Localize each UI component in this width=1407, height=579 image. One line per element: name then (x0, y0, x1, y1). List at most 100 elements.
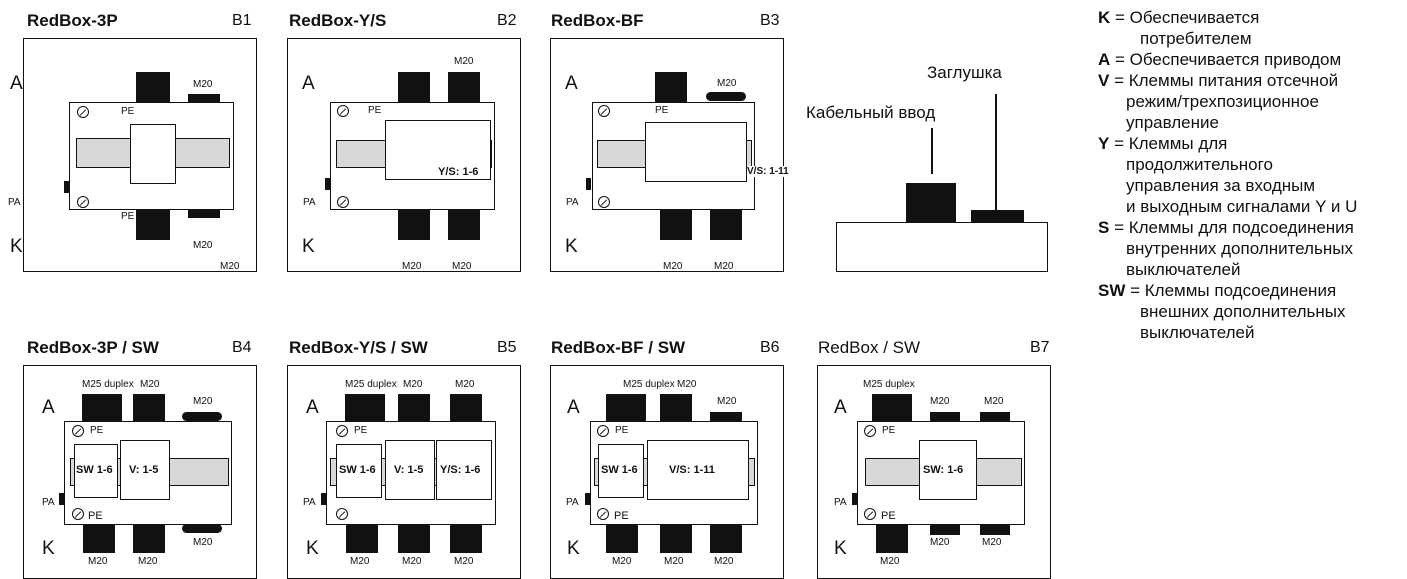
b4-label-a: A (42, 397, 55, 418)
screw-icon (72, 508, 84, 520)
b6-m25: M25 duplex (623, 379, 675, 390)
b5-m20-gland-2 (450, 394, 482, 422)
b1-pe-top: PE (121, 106, 135, 117)
legend-text: продолжительного (1126, 155, 1273, 174)
legend-key: A (1098, 50, 1111, 69)
b1-m20-bot: M20 (193, 240, 213, 251)
screw-icon (336, 425, 348, 437)
screw-icon (598, 196, 610, 208)
b1-top-gland (136, 72, 170, 102)
legend-text: режим/трехпозиционное (1126, 92, 1319, 111)
b4-bot-plug (182, 524, 222, 533)
b7-sw-label: SW: 1-6 (923, 464, 964, 476)
b7-label-k: K (834, 538, 847, 559)
screw-icon (597, 425, 609, 437)
b1-bot-gland (136, 210, 170, 240)
b7-bot-gland (876, 525, 908, 553)
legend-item-v: V = Клеммы питания отсечной режим/трехпо… (1098, 70, 1357, 133)
legend-text: выключателей (1126, 260, 1241, 279)
b6-m20-b2: M20 (664, 556, 684, 567)
legend-key: V (1098, 71, 1110, 90)
b4-m20-b2: M20 (138, 556, 158, 567)
b5-bot-gland (346, 525, 378, 553)
b5-label-pa: PA (303, 497, 316, 508)
legend-key: Y (1098, 134, 1110, 153)
b4-v-label: V: 1-5 (129, 464, 159, 476)
screw-icon (77, 196, 89, 208)
b1-m20-top: M20 (193, 79, 213, 90)
legend-text: управление (1126, 113, 1219, 132)
b4-label-pa: PA (42, 497, 55, 508)
cable-inlet-leader (931, 128, 933, 174)
b3-bot-gland-2 (710, 210, 742, 240)
b7-label-a: A (834, 397, 847, 418)
b5-v-label: V: 1-5 (394, 464, 424, 476)
b7-title: RedBox / SW (818, 338, 921, 357)
b3-top-gland (655, 72, 687, 102)
b4-pa-lug (59, 493, 64, 505)
b1-pa-lug (64, 181, 69, 193)
b1-terminal-block (130, 124, 176, 184)
legend-text: внешних дополнительных (1140, 302, 1346, 321)
plug-shape (971, 210, 1024, 223)
b5-m25-gland (345, 394, 385, 422)
legend-item-k: K = Обеспечивается потребителем (1098, 7, 1357, 49)
b4-code: B4 (232, 339, 252, 356)
b6-pe-bot: PE (614, 510, 629, 522)
b6-m20-top2: M20 (717, 396, 737, 407)
b7-code: B7 (1030, 339, 1050, 356)
b5-pa-lug (321, 493, 326, 505)
b5-code: B5 (497, 339, 517, 356)
b4-m20-top2: M20 (193, 396, 213, 407)
b2-code: B2 (497, 12, 517, 29)
legend-item-sw: SW = Клеммы подсоединения внешних дополн… (1098, 280, 1357, 343)
b1-title: RedBox-3P (27, 11, 118, 30)
b6-pa-lug (585, 493, 590, 505)
plug-leader (995, 94, 997, 210)
b6-title: RedBox-BF / SW (551, 338, 686, 357)
b1-top-plug (188, 94, 220, 102)
b1-pe-bot: PE (121, 211, 135, 222)
b5-label-k: K (306, 538, 319, 559)
b7-top-plug (930, 412, 960, 422)
b6-label-a: A (567, 397, 580, 418)
b4-top-plug (182, 412, 222, 421)
screw-icon (598, 105, 610, 117)
b5-label-a: A (306, 397, 319, 418)
b2-m20-a: M20 (402, 261, 422, 272)
b7-m20-b3: M20 (982, 537, 1002, 548)
b7-m20-b2: M20 (930, 537, 950, 548)
b5-m25: M25 duplex (345, 379, 397, 390)
b7-pe-bot: PE (881, 510, 896, 522)
legend-text: потребителем (1140, 29, 1252, 48)
legend-text: = Клеммы для подсоединения (1114, 218, 1354, 237)
legend-text: = Клеммы для (1114, 134, 1228, 153)
legend-text: = Обеспечивается (1115, 8, 1260, 27)
b3-label-pa: PA (566, 197, 579, 208)
b1-label-k: K (10, 236, 23, 257)
b5-pe: PE (354, 425, 368, 436)
b6-m20-top1: M20 (677, 379, 697, 390)
b1-bot-plug (188, 210, 220, 218)
b1-label-pa: PA (8, 197, 21, 208)
b2-top-gland-2 (448, 72, 480, 102)
b5-ys-label: Y/S: 1-6 (440, 464, 481, 476)
b3-top-plug (706, 92, 746, 101)
legend-text: = Обеспечивается приводом (1115, 50, 1342, 69)
b3-pe: PE (655, 105, 669, 116)
screw-icon (864, 425, 876, 437)
b4-sw-label: SW 1-6 (76, 464, 113, 476)
b3-label-a: A (565, 73, 578, 94)
legend: K = Обеспечивается потребителем A = Обес… (1098, 7, 1357, 343)
b6-m20-gland (660, 394, 692, 422)
legend-text: внутренних дополнительных (1126, 239, 1353, 258)
b4-m20-top1: M20 (140, 379, 160, 390)
b3-bot-gland (660, 210, 692, 240)
b6-m20-b3: M20 (714, 556, 734, 567)
b3-terminal-block (645, 122, 747, 182)
b7-m25: M25 duplex (863, 379, 915, 390)
b6-m20-gland-2 (710, 412, 742, 422)
b5-m20-gland (398, 394, 430, 422)
b6-pe-top: PE (615, 425, 629, 436)
screw-icon (77, 106, 89, 118)
